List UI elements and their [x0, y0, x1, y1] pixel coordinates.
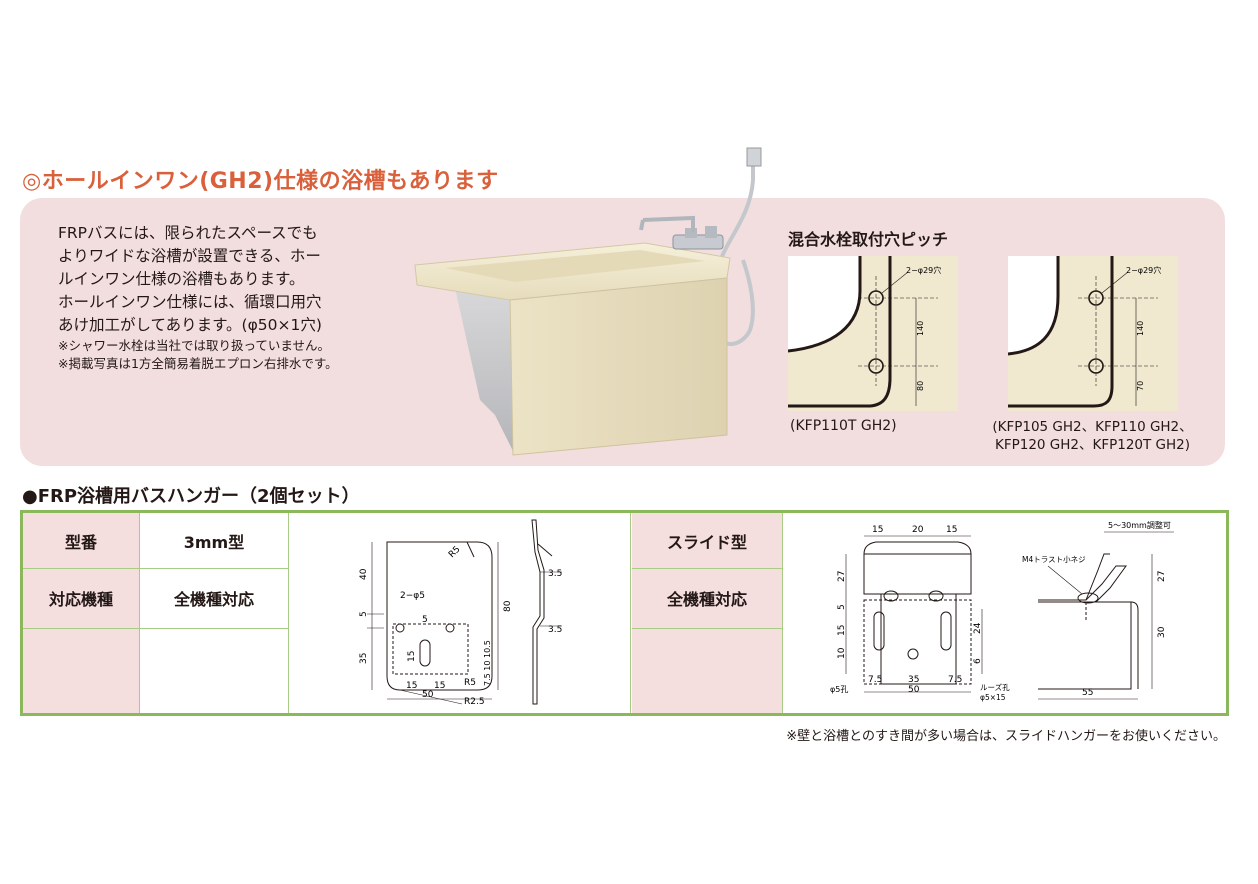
hole-label: 2−φ29穴: [1126, 265, 1161, 275]
label: M4トラスト小ネジ: [1022, 555, 1086, 564]
dim: 80: [503, 600, 513, 612]
section-title: ◎ホールインワン(GH2)仕様の浴槽もあります: [22, 169, 499, 194]
dim: 7.5: [868, 675, 882, 685]
grid-line: [630, 513, 631, 713]
description-line: あけ加工がしてあります。(φ50×1穴): [58, 316, 322, 334]
dim-pitch: 140: [916, 321, 925, 336]
grid-line: [23, 628, 288, 629]
label-model: 型番: [64, 532, 97, 552]
grid-line: [288, 513, 289, 713]
dim: R5: [464, 678, 476, 688]
faucet-pitch-diagram-2: 2−φ29穴 140 70: [1008, 256, 1178, 411]
hole-label: 2−φ29穴: [906, 265, 941, 275]
label: 24: [973, 622, 983, 634]
label: φ5×15: [980, 693, 1006, 702]
grid-line: [139, 513, 140, 713]
dim: 7.5 10 10.5: [483, 640, 492, 686]
dim: 15: [837, 625, 847, 636]
caption-line: (KFP105 GH2、KFP110 GH2、: [992, 419, 1193, 435]
description-line: よりワイドな浴槽が設置できる、ホー: [58, 247, 321, 265]
note-shower: ※シャワー水栓は当社では取り扱っていません。: [58, 338, 330, 353]
dim: 7.5: [948, 675, 962, 685]
dim: 20: [912, 525, 924, 535]
dim: 5: [422, 615, 428, 625]
hanger-table: [20, 510, 1229, 716]
label-column: [23, 513, 139, 713]
dim: 27: [837, 571, 847, 582]
dim: 15: [872, 525, 883, 535]
drawing-slide-hanger: 15 20 15 27 5 15 10 7.5 35 7.5 50 φ5孔 ルー…: [786, 514, 1224, 716]
dim: R5: [447, 545, 463, 561]
description-line: ホールインワン仕様には、循環口用穴: [58, 293, 322, 311]
dim: 2−φ5: [400, 591, 425, 601]
grid-line: [782, 513, 783, 713]
dim-bottom: 70: [1136, 381, 1145, 391]
label-compat: 対応機種: [48, 590, 113, 609]
dim: 50: [422, 690, 434, 700]
dim: 35: [908, 675, 919, 685]
dim: 5: [837, 604, 847, 610]
dim: 15: [946, 525, 957, 535]
dim: 40: [359, 568, 369, 580]
label: φ5孔: [830, 685, 848, 694]
grid-line: [632, 628, 782, 629]
faucet-pitch-diagram-1: 2−φ29穴 140 80: [788, 256, 958, 411]
dim: 15: [407, 651, 417, 662]
type-3mm-compat: 全機種対応: [173, 590, 254, 609]
description-block: FRPバスには、限られたスペースでも よりワイドな浴槽が設置できる、ホー ルイン…: [58, 222, 363, 373]
dim: 35: [359, 653, 369, 664]
dim-pitch: 140: [1136, 321, 1145, 336]
grid-line: [632, 568, 782, 569]
type-slide-name: スライド型: [666, 532, 747, 552]
dim: R2.5: [464, 697, 485, 707]
dim: 50: [908, 685, 920, 695]
hanger-title: ●FRP浴槽用バスハンガー（2個セット）: [22, 486, 360, 507]
dim: 15: [406, 681, 417, 691]
drawing-3mm-hanger: 40 5 35 80 2−φ5 5 R5 15 7.5 10 10.5 15 1…: [292, 514, 628, 716]
dim: 55: [1082, 688, 1093, 698]
dim: 27: [1157, 571, 1167, 582]
faucet-pitch-title: 混合水栓取付穴ピッチ: [788, 230, 949, 249]
dim-bottom: 80: [916, 381, 925, 391]
description-line: FRPバスには、限られたスペースでも: [58, 224, 318, 242]
footnote: ※壁と浴槽とのすき間が多い場合は、スライドハンガーをお使いください。: [786, 729, 1226, 744]
slide-label-column: [632, 513, 782, 713]
dim: 15: [434, 681, 445, 691]
dim: 5: [359, 611, 369, 617]
description-line: ルインワン仕様の浴槽もあります。: [58, 270, 305, 288]
bathtub-photo: [405, 140, 785, 464]
label: 5〜30mm調整可: [1108, 520, 1171, 530]
note-photo: ※掲載写真は1方全簡易着脱エプロン右排水です。: [58, 356, 338, 371]
type-slide-compat: 全機種対応: [666, 590, 747, 609]
dim: 30: [1157, 626, 1167, 638]
label: 6: [973, 658, 983, 664]
label: ルーズ孔: [980, 682, 1010, 692]
dim: 10: [837, 647, 847, 659]
dim: 3.5: [548, 569, 562, 579]
dim: 3.5: [548, 625, 562, 635]
caption-line: KFP120 GH2、KFP120T GH2): [994, 437, 1191, 453]
caption-kfp110t: (KFP110T GH2): [790, 418, 897, 434]
type-3mm-name: 3mm型: [183, 532, 245, 552]
grid-line: [23, 568, 288, 569]
caption-kfp-models: (KFP105 GH2、KFP110 GH2、 KFP120 GH2、KFP12…: [990, 418, 1195, 454]
